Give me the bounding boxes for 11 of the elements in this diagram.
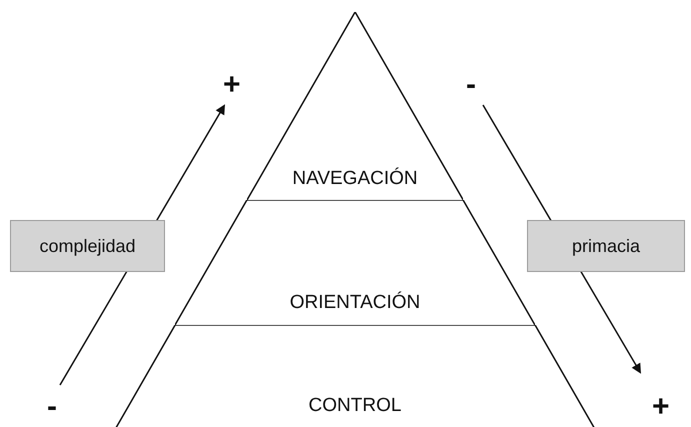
label-box: complejidad xyxy=(10,220,165,272)
sign-label: - xyxy=(466,70,476,100)
pyramid-level xyxy=(175,200,535,325)
sign-label: + xyxy=(652,392,670,422)
sign-label: + xyxy=(223,70,241,100)
level-label: NAVEGACIÓN xyxy=(291,168,419,190)
level-label: ORIENTACIÓN xyxy=(288,292,422,314)
label-box: primacia xyxy=(527,220,685,272)
level-label: CONTROL xyxy=(308,395,402,417)
sign-label: - xyxy=(47,392,57,422)
pyramid-level xyxy=(246,12,464,200)
